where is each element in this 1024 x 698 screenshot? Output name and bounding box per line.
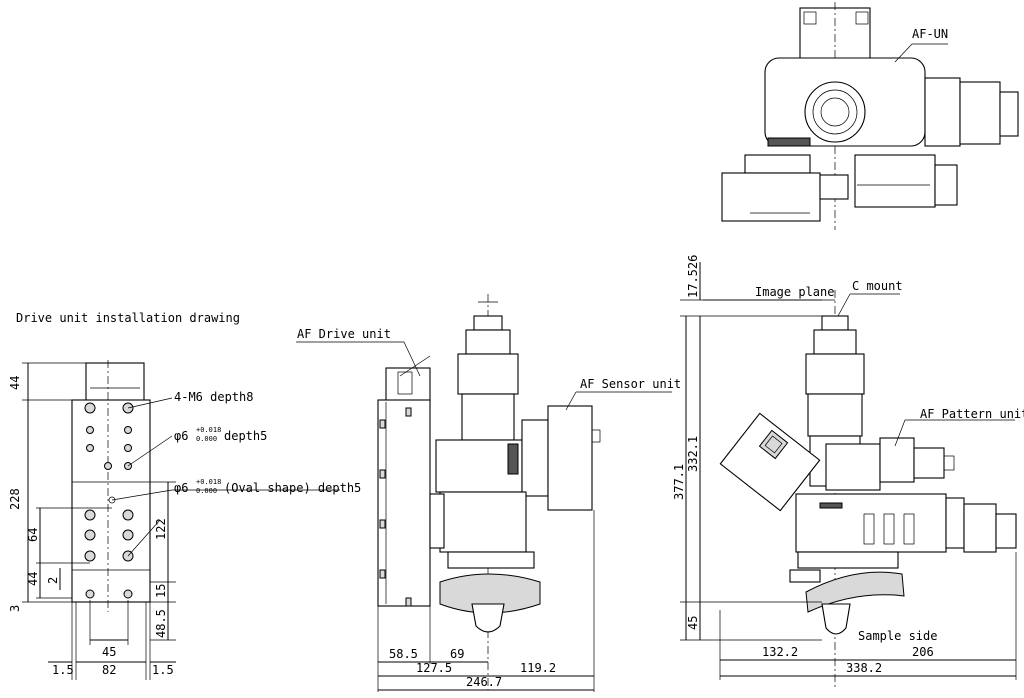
objective-lens: [471, 603, 505, 633]
af-drive-unit-motor: [385, 367, 431, 403]
dim-48-5: 48.5: [154, 609, 168, 638]
dim-82: 82: [102, 663, 116, 677]
dim-3: 3: [8, 605, 22, 612]
af-sensor-unit-box: [547, 405, 593, 511]
af-sensor-unit-label: AF Sensor unit: [580, 377, 681, 391]
af-un-port: [804, 81, 866, 143]
dim-45-left: 45: [102, 645, 116, 659]
phi6-note-tol-upper: +0.018: [196, 426, 221, 434]
dim-332-1: 332.1: [686, 436, 700, 472]
c-mount-label: C mount: [852, 279, 903, 293]
af-un-label: AF-UN: [912, 27, 948, 41]
dim-132-2: 132.2: [762, 645, 798, 659]
c-mount: [821, 315, 849, 331]
dim-228: 228: [8, 488, 22, 510]
dim-64: 64: [26, 528, 40, 542]
af-drive-unit-label: AF Drive unit: [297, 327, 391, 341]
af-un-pattern-block: [854, 154, 936, 208]
objective-turret-right: [805, 571, 905, 613]
mounting-holes: [84, 402, 134, 599]
af-pattern-unit-box: [879, 437, 915, 483]
af-pattern-angled-module: [719, 412, 821, 512]
af-un-top-view: AF-UN: [721, 2, 1019, 230]
drive-unit-motor: [85, 362, 145, 404]
drive-unit-plate: [71, 399, 151, 603]
dim-338-2: 338.2: [846, 661, 882, 675]
objective-turret: [439, 573, 541, 614]
left-right-vertical-dimensions: [150, 481, 176, 641]
af-pattern-assembly-view: AF Pattern unit C mount Image plane Samp…: [672, 255, 1024, 690]
af-drive-unit-slots: [379, 407, 412, 607]
af-un-side-block: [924, 77, 961, 147]
mid-horizontal-dimensions: [377, 510, 595, 692]
sample-side-label: Sample side: [858, 629, 937, 643]
phi6-oval-note-tol-lower: 0.000: [196, 487, 217, 495]
phi6-oval-note-symbol: φ6: [174, 481, 188, 495]
dim-15: 15: [154, 584, 168, 598]
c-mount-top: [473, 315, 503, 331]
drive-unit-front-view: 4-M6 depth8 φ6 +0.018 0.000 depth5 φ6 +0…: [8, 360, 361, 680]
dim-44-top: 44: [8, 376, 22, 390]
dim-377-1: 377.1: [672, 464, 686, 500]
page-title: Drive unit installation drawing: [16, 311, 240, 325]
dim-2: 2: [46, 577, 60, 584]
dim-1-5-left: 1.5: [52, 663, 74, 677]
left-horizontal-dimensions: [48, 600, 176, 680]
af-un-lower-block: [721, 172, 821, 222]
dim-45-right: 45: [686, 616, 700, 630]
microscope-body: [795, 493, 947, 553]
dim-17-526: 17.526: [686, 255, 700, 298]
image-plane-label: Image plane: [755, 285, 834, 299]
dim-122: 122: [154, 518, 168, 540]
dim-127-5: 127.5: [416, 661, 452, 675]
af-drive-unit-plate: [377, 399, 431, 607]
af-pattern-unit-label: AF Pattern unit: [920, 407, 1024, 421]
right-horizontal-dimensions: [719, 552, 1017, 680]
dim-1-5-right: 1.5: [152, 663, 174, 677]
dim-206: 206: [912, 645, 934, 659]
dim-119-2: 119.2: [520, 661, 556, 675]
dim-69: 69: [450, 647, 464, 661]
af-unit-side-view: AF Drive unit AF Sensor unit 58.5 69 127…: [296, 294, 681, 692]
right-vertical-dimensions: [680, 262, 835, 641]
phi6-note-tol-lower: 0.000: [196, 435, 217, 443]
phi6-note-symbol: φ6: [174, 429, 188, 443]
phi6-note-depth: depth5: [224, 429, 267, 443]
phi6-oval-note-tol-upper: +0.018: [196, 478, 221, 486]
dim-246-7: 246.7: [466, 675, 502, 689]
dim-58-5: 58.5: [389, 647, 418, 661]
left-vertical-dimensions: [22, 362, 112, 603]
phi6-oval-note-depth: (Oval shape) depth5: [224, 481, 361, 495]
m6-note: 4-M6 depth8: [174, 390, 253, 404]
dim-44-low: 44: [26, 572, 40, 586]
objective-lens-right: [821, 603, 851, 635]
